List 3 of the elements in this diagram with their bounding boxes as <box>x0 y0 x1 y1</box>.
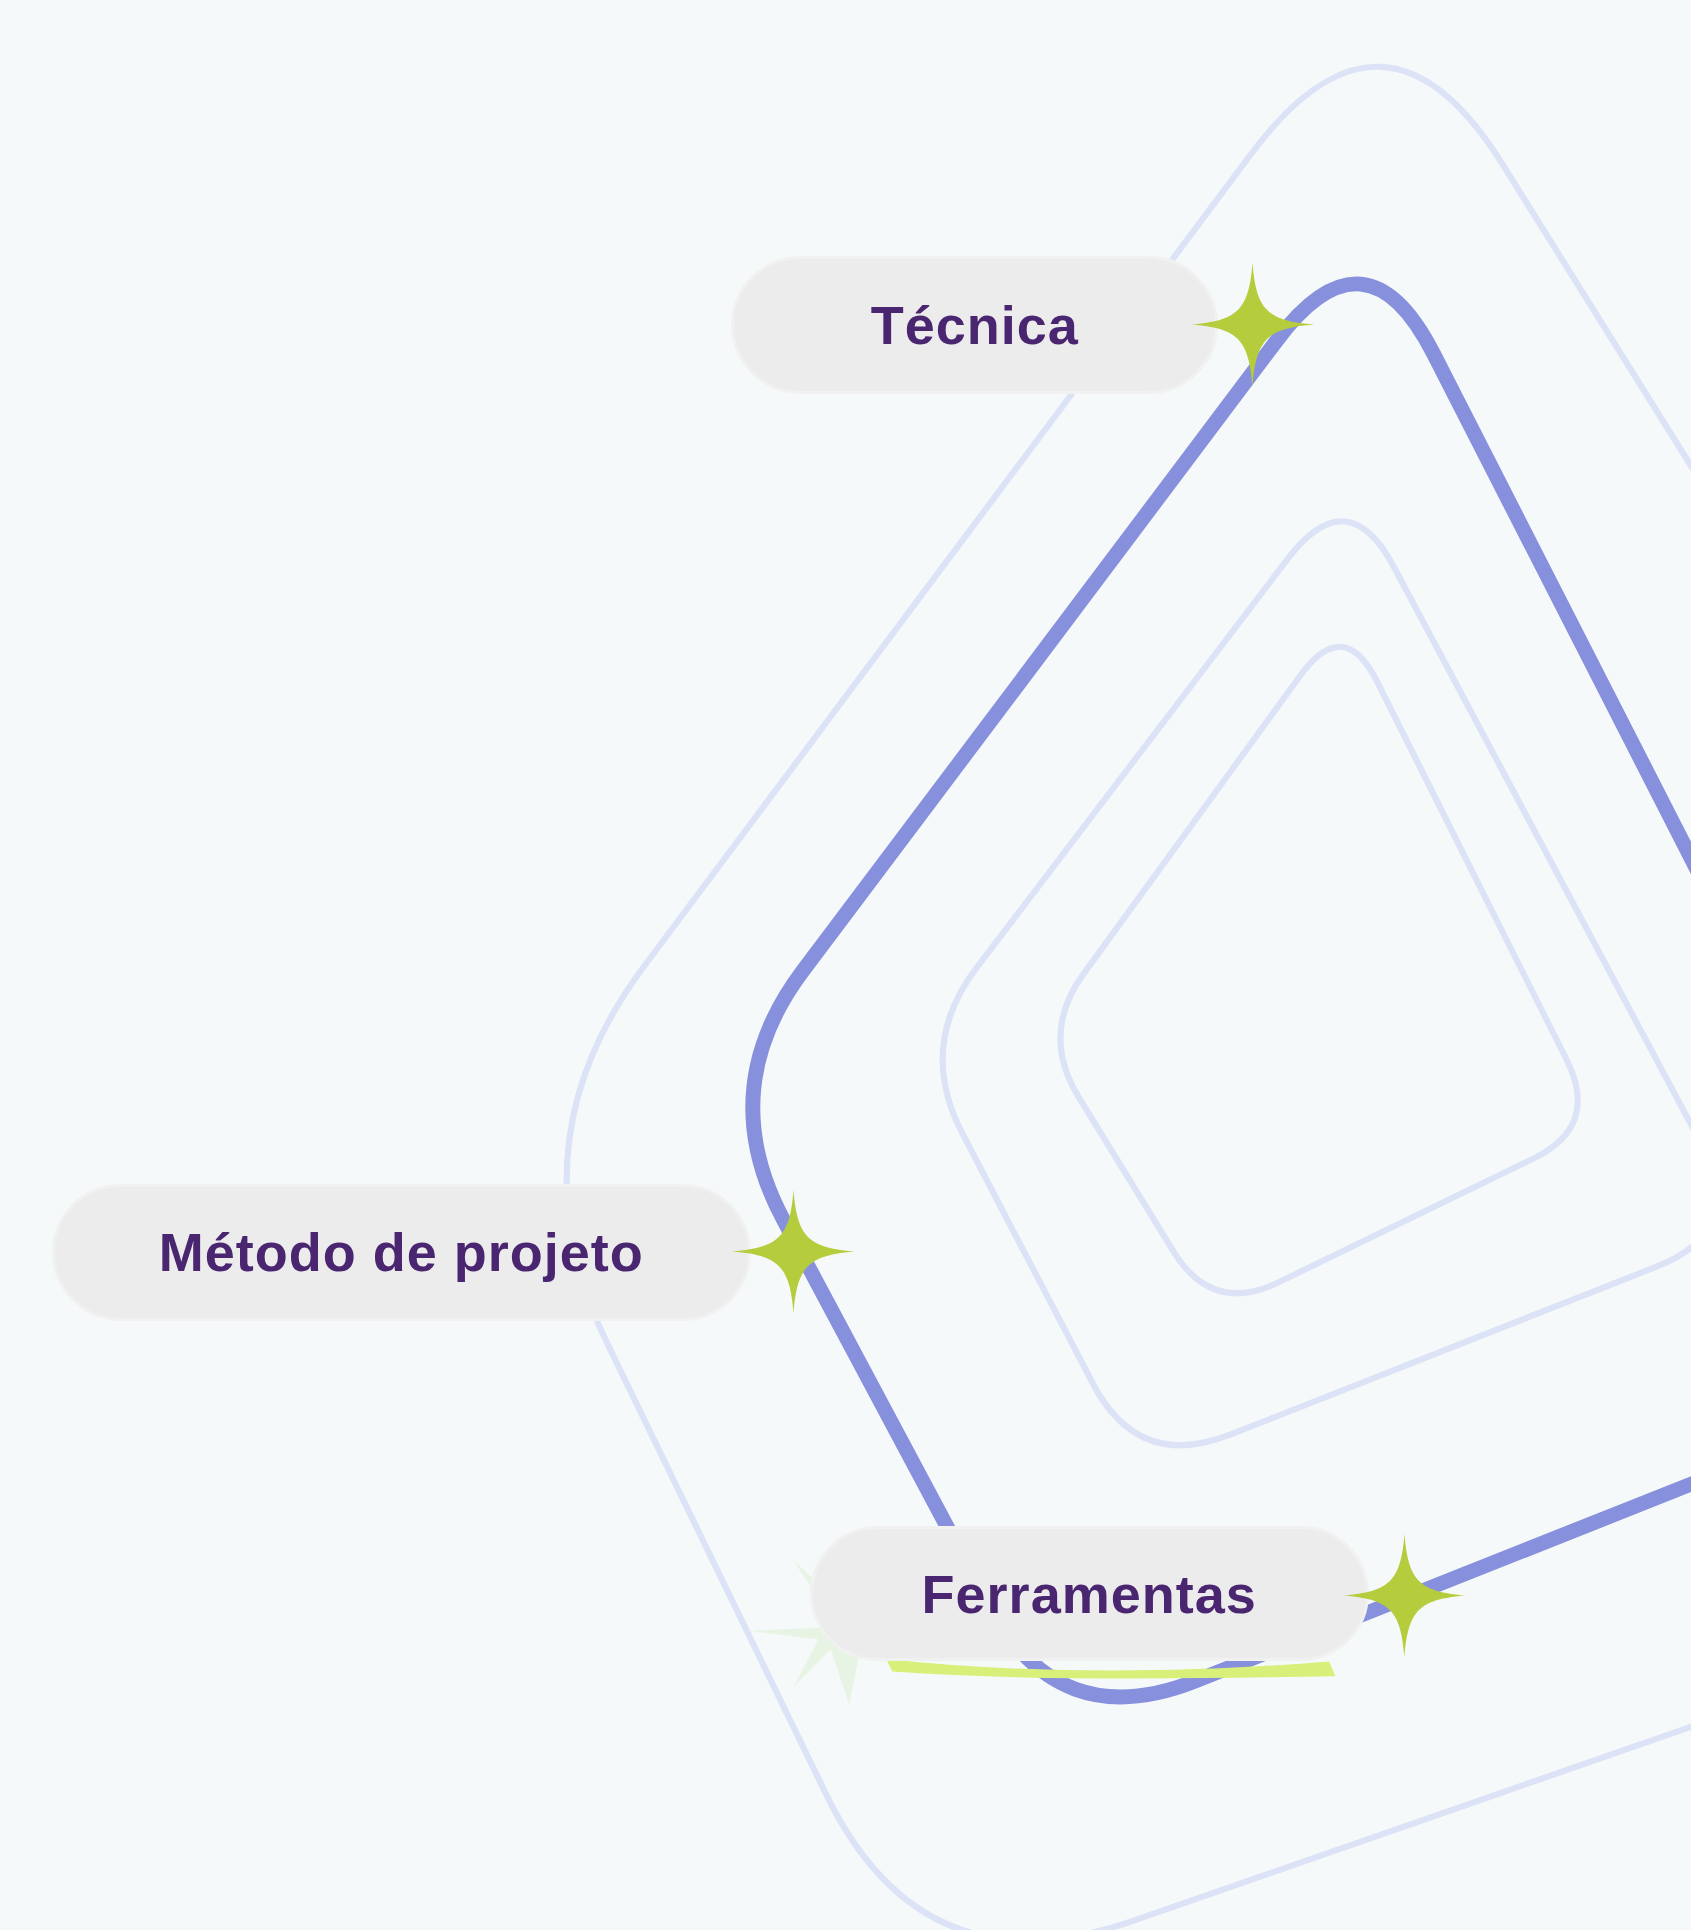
label-pill: Técnica <box>731 256 1219 394</box>
label-pill: Ferramentas <box>809 1526 1369 1662</box>
label-pill: Método de projeto <box>51 1183 751 1321</box>
